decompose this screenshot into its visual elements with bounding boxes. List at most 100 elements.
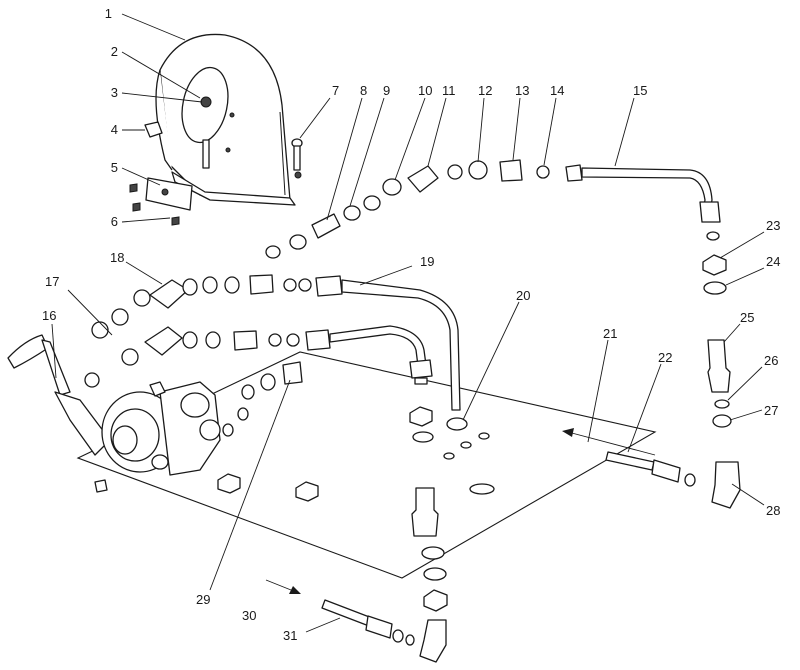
elbow-fitting [711, 461, 741, 509]
o-ring [237, 407, 249, 421]
flow-arrow-30 [265, 579, 301, 594]
callout-30: 30 [242, 608, 256, 623]
callout-31: 31 [283, 628, 297, 643]
washer [202, 276, 218, 294]
callout-11: 11 [442, 83, 456, 98]
plate-hole [478, 432, 490, 440]
washer [260, 373, 276, 391]
bolt [291, 138, 303, 171]
washer [91, 321, 109, 339]
union-nut [311, 213, 341, 239]
callout-2: 2 [111, 44, 118, 59]
washer [363, 195, 381, 211]
callout-1: 1 [105, 6, 112, 21]
bent-tube-upper [315, 275, 461, 411]
washer [446, 417, 468, 431]
bent-tube-lower [305, 325, 433, 385]
washer [111, 308, 129, 326]
o-ring [222, 423, 234, 437]
callout-27: 27 [764, 403, 778, 418]
callout-9: 9 [383, 83, 390, 98]
o-ring [714, 399, 730, 409]
washer [421, 546, 445, 560]
screw [132, 202, 141, 212]
washer [712, 414, 732, 428]
valve-assembly [7, 334, 221, 476]
callout-13: 13 [515, 83, 529, 98]
callout-16: 16 [42, 308, 56, 323]
screw [129, 183, 138, 193]
nut [121, 348, 139, 366]
callout-17: 17 [45, 274, 59, 289]
bracket [145, 177, 193, 211]
callout-20: 20 [516, 288, 530, 303]
nut-hex [702, 254, 727, 276]
elbow-fitting [144, 326, 183, 356]
washer [343, 205, 361, 221]
cover-hole [229, 112, 235, 118]
cover-stud [202, 139, 210, 169]
plate-hole [460, 441, 472, 449]
o-ring [283, 278, 297, 292]
callout-3: 3 [111, 85, 118, 100]
nut-hex [295, 481, 319, 502]
nut-hex [217, 473, 241, 494]
right-tube [605, 451, 696, 487]
washer [182, 331, 198, 349]
washer [182, 278, 198, 296]
cover-housing [155, 33, 296, 206]
nipple-fitting [233, 330, 258, 351]
elbow-fitting [149, 279, 189, 309]
callout-4: 4 [111, 122, 118, 137]
washer [205, 331, 221, 349]
o-ring [268, 333, 282, 347]
callout-7: 7 [332, 83, 339, 98]
callout-22: 22 [658, 350, 672, 365]
o-ring [286, 333, 300, 347]
callout-23: 23 [766, 218, 780, 233]
nut [382, 178, 402, 196]
o-ring [536, 165, 550, 179]
upper-tube [565, 164, 721, 223]
callout-10: 10 [418, 83, 432, 98]
callout-12: 12 [478, 83, 492, 98]
adapter-fitting [411, 487, 439, 537]
plug [94, 479, 108, 493]
callout-18: 18 [110, 250, 124, 265]
plate-hole [469, 483, 495, 495]
callout-19: 19 [420, 254, 434, 269]
callout-5: 5 [111, 160, 118, 175]
plug [144, 121, 163, 138]
nipple-fitting [249, 274, 274, 295]
callout-25: 25 [740, 310, 754, 325]
callout-24: 24 [766, 254, 780, 269]
union-fitting [282, 361, 303, 385]
washer [468, 160, 488, 180]
washer [241, 384, 255, 400]
callout-15: 15 [633, 83, 647, 98]
nut-hex [409, 406, 433, 427]
washer [412, 431, 434, 443]
callout-21: 21 [603, 326, 617, 341]
leader-lines [51, 13, 765, 633]
elbow-fitting [419, 619, 447, 663]
washer [224, 276, 240, 294]
o-ring [706, 231, 720, 241]
o-ring [298, 278, 312, 292]
elbow-fitting [407, 165, 439, 193]
washer [423, 567, 447, 581]
callout-6: 6 [111, 214, 118, 229]
nut [133, 289, 151, 307]
screw [171, 216, 180, 226]
washer [703, 281, 727, 295]
nut-hex [423, 589, 448, 612]
washer [447, 164, 463, 180]
bracket-hole [161, 188, 169, 196]
washer [289, 234, 307, 250]
flow-arrow-21 [562, 428, 656, 456]
floor-plate [76, 351, 657, 579]
nipple-fitting [499, 159, 523, 182]
callout-14: 14 [550, 83, 564, 98]
